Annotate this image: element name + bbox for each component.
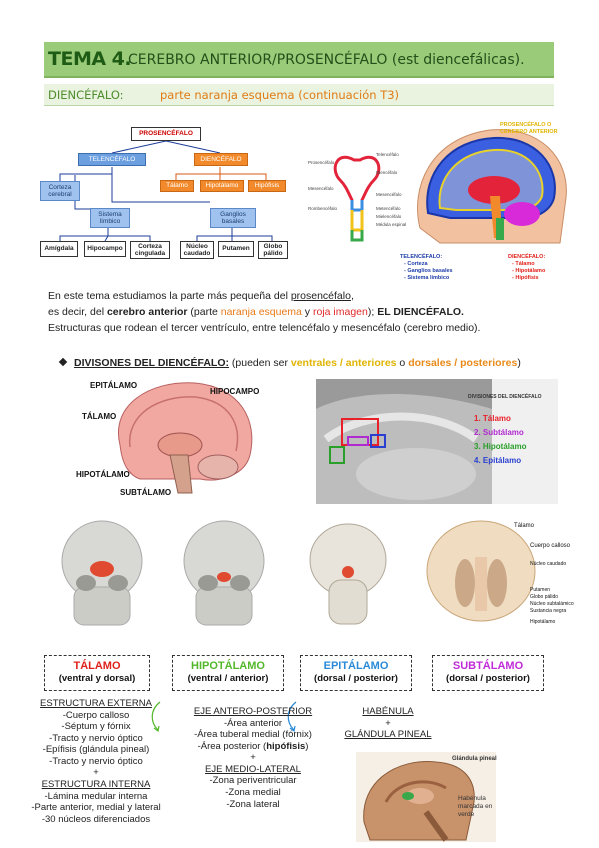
brain-epitalamo-illustration	[309, 523, 387, 625]
nt-label-2: Rombencéfalo	[308, 206, 338, 211]
flow-prosencefalo: PROSENCÉFALO	[131, 127, 201, 141]
category-talamo: TÁLAMO (ventral y dorsal)	[44, 655, 150, 691]
flow-globo-palido: Globo pálido	[258, 241, 288, 259]
tema-number: TEMA 4.	[48, 48, 132, 70]
category-hipotalamo: HIPOTÁLAMO (ventral / anterior)	[172, 655, 284, 691]
sagittal-head-illustration	[417, 129, 567, 244]
flow-talamo: Tálamo	[160, 180, 194, 192]
coronal-section-illustration	[426, 520, 536, 622]
caption-tel-item-2: - Sistema límbico	[404, 275, 450, 281]
flow-nucleo-caudado: Núcleo caudado	[180, 241, 214, 259]
mri-legend-panel	[492, 379, 558, 504]
coronal-label-putamen: Putamen	[530, 587, 551, 593]
para-line-2: es decir, del cerebro anterior (parte na…	[48, 306, 464, 318]
caption-die-item-1: - Hipotálamo	[512, 268, 546, 274]
pineal-label-gland: Glándula pineal	[452, 756, 497, 762]
mri-title: DIVISIONES DEL DIENCÉFALO	[468, 394, 542, 400]
hipotalamo-column: EJE ANTERO-POSTERIOR -Área anterior -Áre…	[193, 706, 313, 810]
nt-label-3: Telencéfalo	[376, 152, 399, 157]
category-epitalamo: EPITÁLAMO (dorsal / posterior)	[300, 655, 412, 691]
caption-prosencefalo: PROSENCÉFALO O CEREBRO ANTERIOR	[500, 122, 558, 135]
neural-tube-illustration	[333, 156, 381, 242]
nt-label-6: Metencéfalo	[376, 206, 401, 211]
flow-hipocampo: Hipocampo	[84, 241, 126, 257]
category-subtalamo: SUBTÁLAMO (dorsal / posterior)	[432, 655, 544, 691]
pineal-illustration	[356, 752, 496, 842]
label-epitalamo: EPITÁLAMO	[90, 381, 138, 390]
skull-hipotalamo-illustration	[183, 520, 265, 626]
caption-die-item-2: - Hipófisis	[512, 275, 539, 281]
coronal-label-talamo: Tálamo	[514, 523, 535, 529]
label-hipocampo: HIPOCAMPO	[210, 387, 260, 396]
nt-label-4: Diencéfalo	[376, 170, 398, 175]
coronal-label-hipotalamo: Hipotálamo	[530, 619, 556, 625]
label-hipotalamo: HIPOTÁLAMO	[76, 470, 130, 479]
para-line-3: Estructuras que rodean el tercer ventríc…	[48, 322, 481, 334]
caption-die-title: DIENCÉFALO:	[508, 254, 546, 260]
mri-item-4: 4. Epitálamo	[474, 456, 522, 465]
mri-item-1: 1. Tálamo	[474, 414, 511, 423]
flow-telencefalo: TELENCÉFALO	[78, 153, 146, 166]
caption-die-item-0: - Tálamo	[512, 261, 535, 267]
subtitle-bar: DIENCÉFALO: parte naranja esquema (conti…	[44, 84, 554, 106]
caption-tel-title: TELENCÉFALO:	[400, 254, 443, 260]
nt-label-0: Prosencéfalo	[308, 160, 335, 165]
flow-hipotalamo: Hipotálamo	[200, 180, 244, 192]
para-line-1: En este tema estudiamos la parte más peq…	[48, 290, 354, 302]
nt-label-1: Mesencéfalo	[308, 186, 334, 191]
title-bar: TEMA 4. CEREBRO ANTERIOR/PROSENCÉFALO (e…	[44, 42, 554, 78]
label-subtalamo: SUBTÁLAMO	[120, 488, 172, 497]
subtitle-text: parte naranja esquema (continuación T3)	[160, 88, 400, 102]
label-talamo: TÁLAMO	[82, 412, 117, 421]
epitalamo-column: HABÉNULA + GLÁNDULA PINEAL	[344, 706, 432, 741]
nt-label-5: Mesencéfalo	[376, 192, 402, 197]
section-heading: DIVISONES DEL DIENCÉFALO: (pueden ser ve…	[74, 357, 521, 369]
caption-tel-item-1: - Ganglios basales	[404, 268, 453, 274]
nt-label-8: Médula espinal	[376, 222, 407, 227]
pineal-label-habenula: Habénula marcada en verde	[458, 795, 493, 819]
mri-item-3: 3. Hipotálamo	[474, 442, 527, 451]
flow-putamen: Putamen	[218, 241, 254, 257]
brain-divisions-illustration	[118, 382, 253, 494]
mri-illustration	[316, 379, 492, 504]
flow-corteza: Corteza cerebral	[40, 181, 80, 201]
flow-corteza-cingulada: Corteza cingulada	[130, 241, 170, 259]
skull-talamo-illustration	[61, 520, 143, 626]
nt-label-7: Mielencéfalo	[376, 214, 402, 219]
flow-diencefalo: DIENCÉFALO	[194, 153, 248, 166]
mri-item-2: 2. Subtálamo	[474, 428, 524, 437]
caption-tel-item-0: - Corteza	[404, 261, 428, 267]
coronal-label-sustancia-negra: Sustancia negra	[530, 608, 567, 614]
coronal-label-cuerpo-calloso: Cuerpo calloso	[530, 543, 571, 549]
coronal-label-nucleo-subtalamico: Núcleo subtalámico	[530, 601, 574, 607]
page-title: CEREBRO ANTERIOR/PROSENCÉFALO (est dienc…	[128, 52, 525, 68]
flow-hipofisis: Hipófisis	[248, 180, 286, 192]
subtitle-label: DIENCÉFALO:	[48, 88, 124, 102]
talamo-column: ESTRUCTURA EXTERNA -Cuerpo calloso -Sépt…	[31, 698, 161, 825]
flow-amigdala: Amígdala	[40, 241, 78, 257]
coronal-label-globo-palido: Globo pálido	[530, 594, 559, 600]
coronal-label-nucleo-caudado: Núcleo caudado	[530, 561, 567, 567]
flow-sistema-limbico: Sistema límbico	[90, 208, 130, 228]
flow-ganglios: Ganglios basales	[210, 208, 256, 228]
bullet-icon	[58, 357, 68, 367]
